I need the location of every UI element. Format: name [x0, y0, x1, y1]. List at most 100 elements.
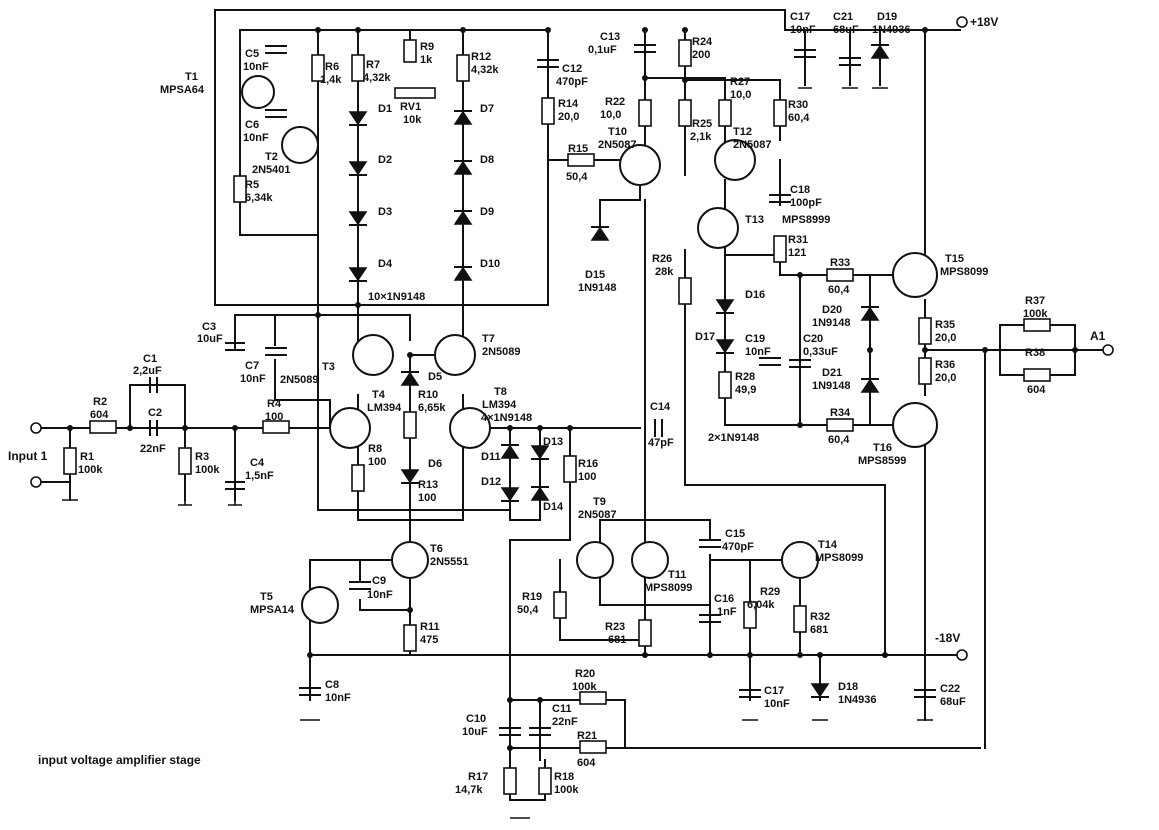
d4-label: D4 [378, 258, 393, 270]
t11-label: T11 [668, 569, 686, 581]
t1-part: MPSA64 [160, 84, 205, 96]
t14-label: T14 [818, 539, 838, 551]
c10-value: 10uF [462, 726, 488, 738]
r2-value: 604 [90, 409, 109, 421]
c22-value: 68uF [940, 696, 966, 708]
r26-label: R26 [652, 253, 672, 265]
rv1-label: RV1 [400, 101, 421, 113]
r13-value: 100 [418, 492, 436, 504]
r14-label: R14 [558, 98, 579, 110]
d3-label: D3 [378, 206, 392, 218]
c20-value: 0,33uF [803, 346, 838, 358]
r29-label: R29 [760, 586, 780, 598]
r17-value: 14,7k [455, 784, 483, 796]
d18-part: 1N4936 [838, 694, 877, 706]
r21-label: R21 [577, 730, 597, 742]
c1-value: 2,2uF [133, 365, 162, 377]
d6-label: D6 [428, 458, 442, 470]
c16-label: C16 [714, 593, 734, 605]
d9-label: D9 [480, 206, 494, 218]
r3-value: 100k [195, 464, 220, 476]
d16-label: D16 [745, 289, 765, 301]
d20-part: 1N9148 [812, 317, 851, 329]
c19-label: C19 [745, 333, 765, 345]
c17-value: 10nF [790, 24, 816, 36]
r4-value: 100 [265, 411, 283, 423]
r28-label: R28 [735, 371, 755, 383]
c4-value: 1,5nF [245, 470, 274, 482]
c9-label: C9 [372, 575, 386, 587]
t4-part: LM394 [367, 402, 402, 414]
r15-value: 50,4 [566, 171, 588, 183]
c17b-value: 10nF [764, 698, 790, 710]
d8-label: D8 [480, 154, 494, 166]
r25-value: 2,1k [690, 131, 712, 143]
t1-label: T1 [185, 71, 198, 83]
d21-label: D21 [822, 367, 842, 379]
c3-value: 10uF [197, 333, 223, 345]
t9-label: T9 [593, 496, 606, 508]
c21-label: C21 [833, 11, 853, 23]
r1-value: 100k [78, 464, 103, 476]
r21-value: 604 [577, 757, 596, 769]
c6-value: 10nF [243, 132, 269, 144]
r10-label: R10 [418, 389, 438, 401]
c5-value: 10nF [243, 61, 269, 73]
diode-pair-note-1: 4×1N9148 [481, 412, 532, 424]
t5-label: T5 [260, 591, 273, 603]
r23-label: R23 [605, 621, 625, 633]
d20-label: D20 [822, 304, 842, 316]
t15-part: MPS8099 [940, 266, 988, 278]
d5-label: D5 [428, 371, 442, 383]
c17b-label: C17 [764, 685, 784, 697]
r22-label: R22 [605, 96, 625, 108]
diagram-caption: input voltage amplifier stage [38, 753, 201, 767]
r7-label: R7 [366, 59, 380, 71]
c8-label: C8 [325, 679, 339, 691]
c1-label: C1 [143, 353, 157, 365]
c18-value: 100pF [790, 197, 822, 209]
c2-value: 22nF [140, 443, 166, 455]
t12-label: T12 [733, 126, 752, 138]
r19-label: R19 [522, 591, 542, 603]
diode-pair-note-2: 2×1N9148 [708, 432, 759, 444]
c22-label: C22 [940, 683, 960, 695]
t4-label: T4 [372, 389, 386, 401]
r30-value: 60,4 [788, 112, 810, 124]
r29-value: 6,04k [747, 599, 775, 611]
r24-value: 200 [692, 49, 710, 61]
r2-label: R2 [93, 396, 107, 408]
t2-label: T2 [265, 151, 278, 163]
d15-label: D15 [585, 269, 605, 281]
t12-part: 2N5087 [733, 139, 772, 151]
labels: C5 10nF C6 10nF C3 10uF C7 10nF C1 2,2uF… [8, 11, 1106, 796]
c12-label: C12 [562, 63, 582, 75]
t11-part: MPS8099 [644, 582, 692, 594]
r10-value: 6,65k [418, 402, 446, 414]
c9-value: 10nF [367, 589, 393, 601]
r36-value: 20,0 [935, 372, 956, 384]
c18-label: C18 [790, 184, 810, 196]
r35-label: R35 [935, 319, 955, 331]
r32-label: R32 [810, 611, 830, 623]
d21-part: 1N9148 [812, 380, 851, 392]
r31-label: R31 [788, 234, 808, 246]
r7-value: 4,32k [363, 72, 391, 84]
d18-label: D18 [838, 681, 858, 693]
r28-value: 49,9 [735, 384, 756, 396]
d10-label: D10 [480, 258, 500, 270]
d12-label: D12 [481, 476, 501, 488]
r8-label: R8 [368, 443, 382, 455]
r34-value: 60,4 [828, 434, 850, 446]
r33-value: 60,4 [828, 284, 850, 296]
t8-label: T8 [494, 386, 507, 398]
d1-label: D1 [378, 103, 392, 115]
r16-label: R16 [578, 458, 598, 470]
d2-label: D2 [378, 154, 392, 166]
r3-label: R3 [195, 451, 209, 463]
t14-part: MPS8099 [815, 552, 863, 564]
r14-value: 20,0 [558, 111, 579, 123]
c16-value: 1nF [717, 606, 737, 618]
c12-value: 470pF [556, 76, 588, 88]
r20-value: 100k [572, 681, 597, 693]
